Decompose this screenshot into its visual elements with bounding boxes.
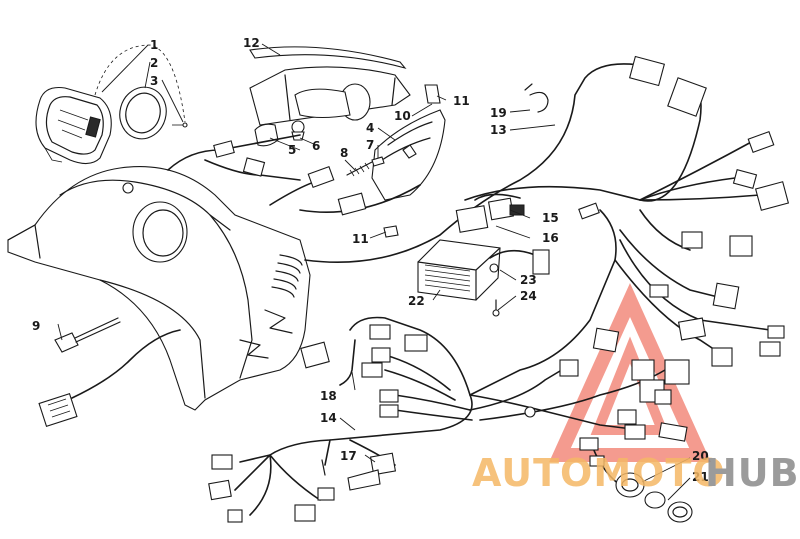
gauge-bezel: [119, 86, 167, 140]
lower-harness: [208, 316, 690, 523]
callout-12: 12: [243, 36, 260, 50]
callout-3: 3: [150, 74, 158, 88]
callout-19: 19: [490, 106, 507, 120]
callout-5: 5: [288, 143, 296, 157]
relay-block: [455, 193, 525, 233]
voltage-regulator: [417, 239, 550, 317]
hood-dash-housing: [7, 165, 311, 411]
leader-lines: [57, 43, 691, 501]
watermark-text: AUTOMOTO HUB: [472, 451, 800, 495]
clip-lower: [383, 225, 399, 238]
callout-21: 21: [692, 470, 709, 484]
headlight-fairing: [249, 46, 446, 201]
watermark-text-automoto: AUTOMOTO: [472, 451, 726, 495]
callout-6: 6: [312, 139, 320, 153]
callout-2: 2: [150, 56, 158, 70]
callout-11-lower: 11: [352, 232, 369, 246]
callout-20: 20: [692, 449, 709, 463]
callout-4: 4: [366, 121, 374, 135]
callout-10: 10: [394, 109, 411, 123]
callout-11-upper: 11: [453, 94, 470, 108]
callout-14: 14: [320, 411, 337, 425]
callout-1: 1: [150, 38, 158, 52]
grommet-bushing: [615, 472, 693, 523]
callout-16: 16: [542, 231, 559, 245]
callout-13: 13: [490, 123, 507, 137]
sensor-probe: [54, 317, 121, 353]
watermark-text-hub: HUB: [705, 451, 800, 495]
main-connector: [38, 329, 181, 428]
callout-17: 17: [340, 449, 357, 463]
upper-harness: [167, 55, 790, 396]
callout-24: 24: [520, 289, 537, 303]
callout-7: 7: [366, 138, 374, 152]
callout-22: 22: [408, 294, 425, 308]
screw: [182, 122, 188, 128]
cable-clamp: [529, 91, 549, 113]
callout-18: 18: [320, 389, 337, 403]
callout-23: 23: [520, 273, 537, 287]
speedometer-gauge: [35, 86, 112, 165]
callout-15: 15: [542, 211, 559, 225]
callout-9: 9: [32, 319, 40, 333]
clip-upper: [424, 84, 441, 104]
callout-8: 8: [340, 146, 348, 160]
callout-labels: 1 2 3 4 5 6 7 8 9 10 11 11 12 13 14 15 1…: [32, 36, 709, 484]
